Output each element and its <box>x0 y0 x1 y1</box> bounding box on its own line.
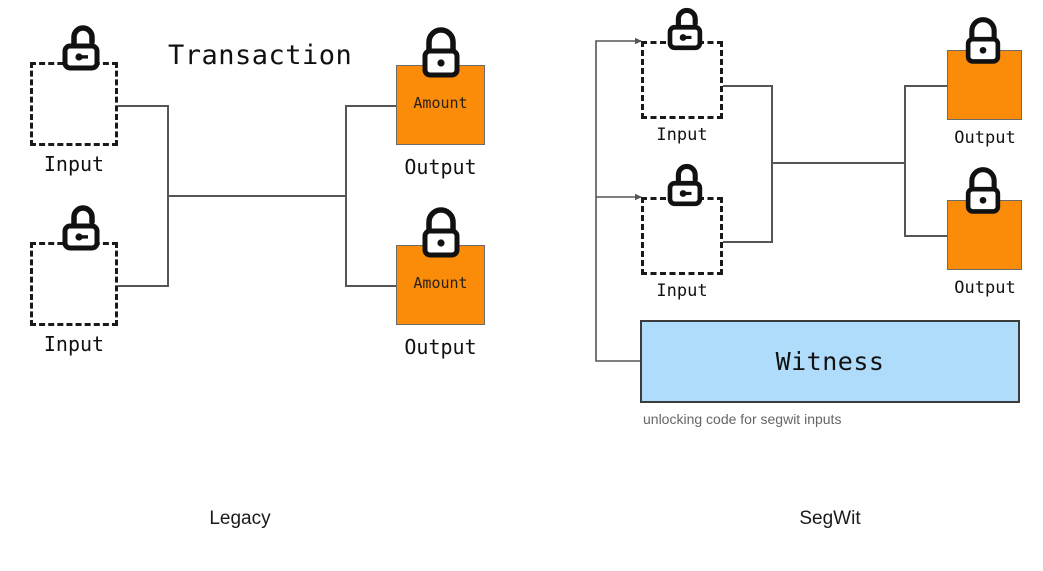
witness-box[interactable] <box>640 320 1020 403</box>
legacy-input-label-2: Input <box>43 332 105 356</box>
open-padlock-icon <box>656 3 712 59</box>
segwit-input-label-2: Input <box>656 281 708 301</box>
closed-padlock-icon <box>413 23 469 83</box>
closed-padlock-icon <box>413 203 469 263</box>
segwit-footer-label: SegWit <box>799 508 861 529</box>
legacy-input-label-1: Input <box>43 152 105 176</box>
segwit-input-label-1: Input <box>656 125 708 145</box>
legacy-output-amount-1: Amount <box>413 94 468 112</box>
transaction-title: Transaction <box>168 40 353 71</box>
closed-padlock-icon <box>957 163 1009 219</box>
witness-caption: unlocking code for segwit inputs <box>643 411 842 427</box>
legacy-footer-label: Legacy <box>209 508 271 529</box>
witness-label: Witness <box>775 347 885 376</box>
legacy-output-amount-2: Amount <box>413 274 468 292</box>
segwit-output-label-1: Output <box>954 128 1016 148</box>
legacy-output-label-1: Output <box>404 155 477 179</box>
open-padlock-icon <box>50 20 110 80</box>
legacy-output-label-2: Output <box>404 335 477 359</box>
segwit-output-label-2: Output <box>954 278 1016 298</box>
closed-padlock-icon <box>957 13 1009 69</box>
open-padlock-icon <box>50 200 110 260</box>
legacy-output-box-1[interactable] <box>396 65 485 145</box>
open-padlock-icon <box>656 159 712 215</box>
